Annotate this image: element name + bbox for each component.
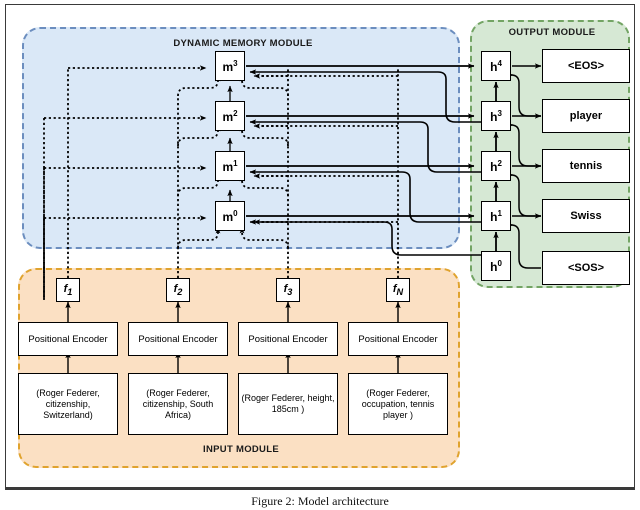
fact-vector-fN-label: fN bbox=[392, 282, 404, 298]
memory-node-m1-label: m1 bbox=[222, 158, 238, 174]
output-token-player[interactable]: player bbox=[542, 99, 630, 133]
input-fact-3[interactable]: (Roger Federer, height, 185cm ) bbox=[238, 373, 338, 435]
hidden-node-h0-sup: 0 bbox=[497, 258, 502, 268]
input-fact-2-label: (Roger Federer, citizenship, South Afric… bbox=[142, 387, 214, 420]
memory-node-m1[interactable]: m1 bbox=[215, 151, 245, 181]
hidden-node-h2-label: h2 bbox=[490, 158, 502, 174]
hidden-node-h1-sup: 1 bbox=[497, 208, 502, 218]
output-module-title: OUTPUT MODULE bbox=[508, 27, 596, 38]
output-token-tennis[interactable]: tennis bbox=[542, 149, 630, 183]
positional-encoder-1[interactable]: Positional Encoder bbox=[18, 322, 118, 356]
memory-node-m2-label: m2 bbox=[222, 108, 238, 124]
input-fact-3-label: (Roger Federer, height, 185cm ) bbox=[241, 393, 335, 414]
output-token-sos[interactable]: <SOS> bbox=[542, 251, 630, 285]
fact-vector-f2-sub: 2 bbox=[177, 287, 183, 298]
hidden-node-h2[interactable]: h2 bbox=[481, 151, 511, 181]
dynamic-memory-module-title: DYNAMIC MEMORY MODULE bbox=[173, 38, 313, 49]
memory-node-m2[interactable]: m2 bbox=[215, 101, 245, 131]
memory-node-m0-label: m0 bbox=[222, 208, 238, 224]
memory-node-m0-sup: 0 bbox=[233, 208, 238, 218]
fact-vector-f1-sub: 1 bbox=[67, 287, 73, 298]
hidden-node-h2-sup: 2 bbox=[497, 158, 502, 168]
fact-vector-f1-label: f1 bbox=[63, 282, 73, 298]
figure-caption: Figure 2: Model architecture bbox=[251, 494, 389, 508]
memory-node-m3-label: m3 bbox=[222, 58, 238, 74]
input-fact-4[interactable]: (Roger Federer, occupation, tennis playe… bbox=[348, 373, 448, 435]
hidden-node-h4[interactable]: h4 bbox=[481, 51, 511, 81]
memory-node-m2-sup: 2 bbox=[233, 108, 238, 118]
input-fact-1-label: (Roger Federer, citizenship, Switzerland… bbox=[36, 387, 100, 420]
hidden-node-h1-label: h1 bbox=[490, 208, 502, 224]
input-fact-4-label: (Roger Federer, occupation, tennis playe… bbox=[361, 387, 435, 420]
hidden-node-h4-sup: 4 bbox=[497, 58, 502, 68]
output-token-eos-label: <EOS> bbox=[567, 60, 605, 72]
hidden-node-h3[interactable]: h3 bbox=[481, 101, 511, 131]
hidden-node-h3-label: h3 bbox=[490, 108, 502, 124]
positional-encoder-4-label: Positional Encoder bbox=[358, 333, 438, 345]
fact-vector-fN-sub: N bbox=[396, 287, 404, 298]
output-token-player-label: player bbox=[569, 110, 603, 122]
positional-encoder-2[interactable]: Positional Encoder bbox=[128, 322, 228, 356]
positional-encoder-3[interactable]: Positional Encoder bbox=[238, 322, 338, 356]
positional-encoder-3-label: Positional Encoder bbox=[248, 333, 328, 345]
hidden-node-h1[interactable]: h1 bbox=[481, 201, 511, 231]
fact-vector-f3-sub: 3 bbox=[287, 287, 293, 298]
fact-vector-f1[interactable]: f1 bbox=[56, 278, 80, 302]
memory-node-m1-sup: 1 bbox=[233, 158, 238, 168]
positional-encoder-4[interactable]: Positional Encoder bbox=[348, 322, 448, 356]
output-token-tennis-label: tennis bbox=[569, 160, 603, 172]
output-token-swiss-label: Swiss bbox=[570, 210, 602, 222]
positional-encoder-1-label: Positional Encoder bbox=[28, 333, 108, 345]
fact-vector-f2[interactable]: f2 bbox=[166, 278, 190, 302]
input-fact-1[interactable]: (Roger Federer, citizenship, Switzerland… bbox=[18, 373, 118, 435]
input-module-title: INPUT MODULE bbox=[203, 444, 279, 455]
hidden-node-h0-label: h0 bbox=[490, 258, 502, 274]
memory-node-m3-sup: 3 bbox=[233, 58, 238, 68]
memory-node-m3[interactable]: m3 bbox=[215, 51, 245, 81]
output-token-swiss[interactable]: Swiss bbox=[542, 199, 630, 233]
fact-vector-f3[interactable]: f3 bbox=[276, 278, 300, 302]
fact-vector-f3-label: f3 bbox=[283, 282, 293, 298]
fact-vector-fN[interactable]: fN bbox=[386, 278, 410, 302]
hidden-node-h3-sup: 3 bbox=[497, 108, 502, 118]
output-token-sos-label: <SOS> bbox=[567, 262, 605, 274]
fact-vector-f2-label: f2 bbox=[173, 282, 183, 298]
hidden-node-h4-label: h4 bbox=[490, 58, 502, 74]
hidden-node-h0[interactable]: h0 bbox=[481, 251, 511, 281]
output-token-eos[interactable]: <EOS> bbox=[542, 49, 630, 83]
figure-frame-rule bbox=[5, 488, 635, 490]
positional-encoder-2-label: Positional Encoder bbox=[138, 333, 218, 345]
memory-node-m0[interactable]: m0 bbox=[215, 201, 245, 231]
input-fact-2[interactable]: (Roger Federer, citizenship, South Afric… bbox=[128, 373, 228, 435]
